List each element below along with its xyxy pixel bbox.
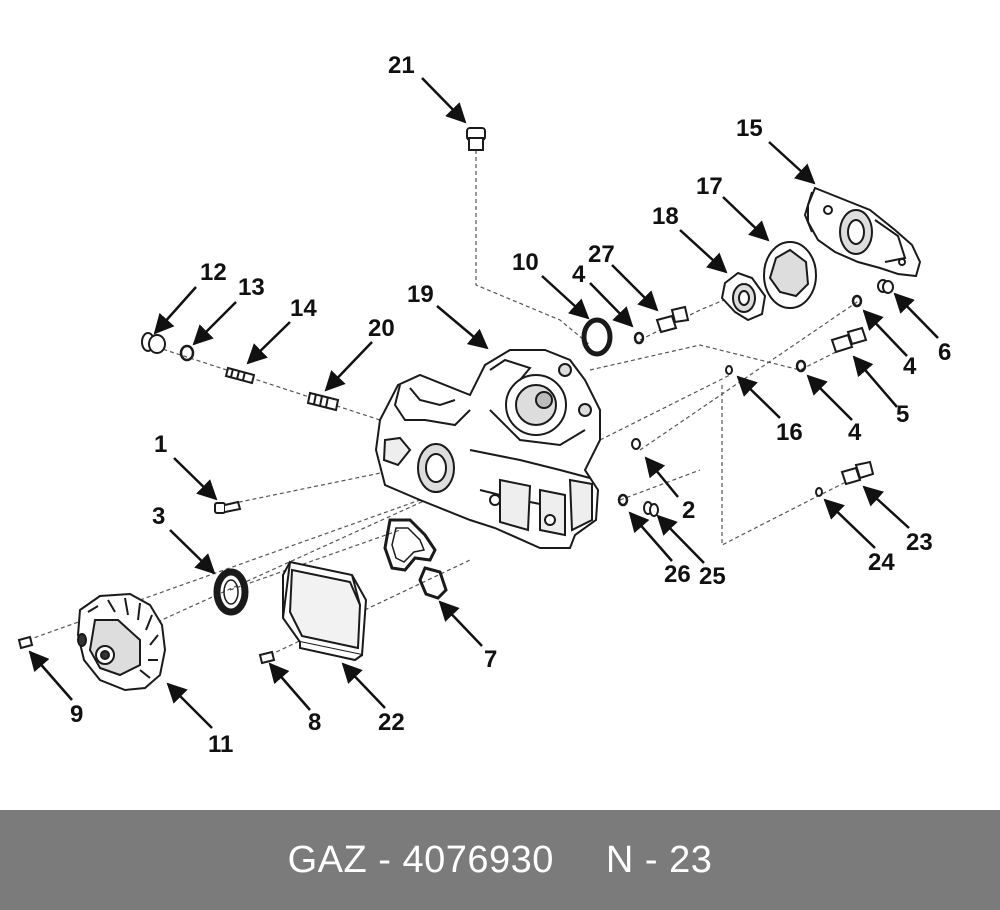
callout-labels: 21 12 13 14 20 19 10 4 27 18 17 15 6 4 5… [70,52,951,758]
footer-caption: GAZ - 4076930 N - 23 [0,810,1000,910]
part-14-pin [224,366,256,385]
footer-bar: GAZ - 4076930 N - 23 [0,810,1000,910]
callout-4a: 4 [572,261,586,288]
callout-8: 8 [308,709,321,736]
part-11-front-cover [76,592,167,692]
part-25-plug [643,501,659,517]
callout-15: 15 [736,115,763,142]
part-23-sensor [840,460,875,486]
part-21-plug-bolt [466,127,486,151]
callout-16: 16 [776,419,803,446]
callout-13: 13 [238,274,265,301]
part-4-o-ring-a [633,331,645,345]
callout-4c: 4 [848,419,862,446]
callout-2: 2 [682,497,695,524]
callout-26: 26 [664,561,691,588]
part-26-washer [617,493,629,507]
callout-7: 7 [484,646,497,673]
part-24-washer [815,487,823,497]
part-27-fitting [655,305,690,334]
part-4-o-ring-b [851,294,863,308]
part-22-oil-cooler [281,560,368,662]
part-10-seal-ring [581,317,613,357]
part-19-timing-cover-housing [374,349,601,549]
part-15-pump-cover [803,186,922,278]
part-7-gasket [383,518,448,600]
part-4-o-ring-c [795,359,807,373]
leader-arrows [28,77,939,729]
part-5-sensor [830,326,868,354]
part-12-cap [141,332,166,354]
callout-21: 21 [388,52,415,79]
callout-11: 11 [208,731,233,758]
callout-3: 3 [152,503,165,530]
part-2-plug [631,438,641,450]
callout-20: 20 [368,315,395,342]
part-code: GAZ - 4076930 [287,838,554,881]
callout-10: 10 [512,249,539,276]
callout-24: 24 [868,549,895,576]
part-18-inner-rotor [720,271,767,322]
part-3-seal-ring [213,568,249,616]
part-1-bolt [214,500,242,514]
callout-12: 12 [200,259,227,286]
callout-5: 5 [896,401,909,428]
callout-22: 22 [378,709,405,736]
callout-23: 23 [906,529,933,556]
part-6-plug [877,279,894,294]
callout-6: 6 [938,339,951,366]
diagram-number: N - 23 [605,838,713,881]
exploded-parts-diagram: 21 12 13 14 20 19 10 4 27 18 17 15 6 4 5… [17,52,951,758]
callout-14: 14 [290,295,317,322]
callout-25: 25 [699,563,726,590]
callout-17: 17 [696,173,723,200]
part-8-screw [258,650,276,665]
callout-1: 1 [154,431,167,458]
part-17-outer-rotor [763,241,817,309]
callout-19: 19 [407,281,434,308]
callout-4b: 4 [903,353,917,380]
part-9-screw [17,635,34,650]
callout-27: 27 [588,241,615,268]
callout-18: 18 [652,203,679,230]
callout-9: 9 [70,701,83,728]
part-20-pin [306,391,340,412]
part-13-o-ring [179,344,195,362]
part-16-nipple [725,365,733,375]
